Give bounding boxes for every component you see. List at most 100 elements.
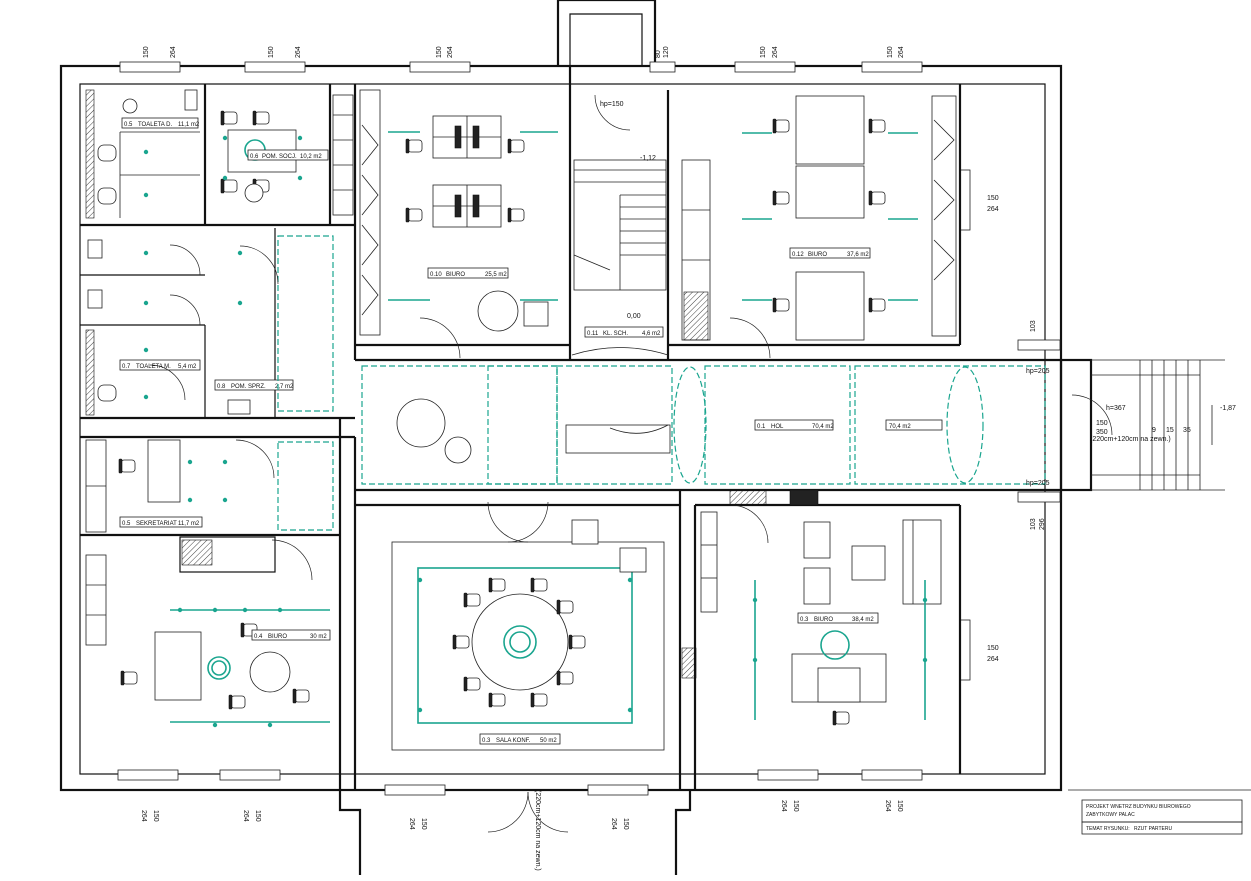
dim-label: 150 — [420, 818, 427, 830]
lighting-points — [143, 135, 928, 728]
stair-mark: 15 — [1166, 427, 1174, 434]
dim-label: 264 — [772, 46, 779, 58]
social-room-furniture: 0.6 POM. SOCJ. 10,2 m2 — [220, 94, 354, 216]
dim-label: 264 — [295, 46, 302, 58]
dim-label: 150 — [887, 46, 894, 58]
office-02-furniture: 0.3 BIURO 38,4 m2 — [700, 511, 942, 726]
room-area: 38,4 m2 — [852, 617, 874, 623]
level-mark: 0,00 — [627, 313, 641, 320]
room-name: TOALETA D. — [138, 122, 172, 128]
dim-label: 264 — [170, 46, 177, 58]
dim-label: 264 — [408, 818, 415, 830]
dim-label: 120 — [663, 46, 670, 58]
entrance-stairs: h=367 -1,87 150 350 (220cm+120cm na zewn… — [1090, 359, 1236, 491]
room-name: BIURO — [268, 634, 287, 640]
room-code: 0.11 — [587, 331, 599, 337]
dim-label: 264 — [242, 810, 249, 822]
room-area: 11,7 m2 — [178, 521, 200, 527]
title-project-sub: ZABYTKOWY PALAC — [1086, 812, 1135, 818]
room-name: TOALETA M. — [136, 364, 171, 370]
dim-label: 80 — [655, 50, 662, 58]
dim-label: 150 — [987, 195, 999, 202]
dim-label: 150 — [143, 46, 150, 58]
hall-area-label: 70,4 m2 — [889, 424, 911, 430]
dim-label: 264 — [610, 818, 617, 830]
dim-label: 103 — [1030, 518, 1037, 530]
dim-label: 150 — [792, 800, 799, 812]
title-drawing-label: TEMAT RYSUNKU: — [1086, 826, 1130, 832]
dim-label: 150 — [622, 818, 629, 830]
dim-label: 264 — [780, 800, 787, 812]
office-04-furniture: 0.4 BIURO 30 m2 — [85, 554, 331, 723]
room-name: BIURO — [814, 617, 833, 623]
dim-label: 150 — [987, 645, 999, 652]
room-code: 0.5 — [124, 122, 133, 128]
room-code: 0.8 — [217, 384, 226, 390]
room-area: 2,7 m2 — [275, 384, 294, 390]
room-area: 5,4 m2 — [178, 364, 197, 370]
dim-label: 150 — [436, 46, 443, 58]
dim-label: 150 — [152, 810, 159, 822]
secretariat-furniture: 0.5 SEKRETARIAT 11,7 m2 — [85, 439, 334, 573]
room-area: 11,1 m2 — [178, 122, 200, 128]
toilet-women-fixtures — [85, 89, 200, 219]
room-name: POM. SOCJ. — [262, 154, 297, 160]
dim-label: 264 — [447, 46, 454, 58]
conference-room: 0.3 SALA KONF. 50 m2 — [391, 519, 697, 751]
room-area: 50 m2 — [540, 738, 557, 744]
dim-label: 296 — [1039, 518, 1046, 530]
dim-label: 150 — [268, 46, 275, 58]
stair-mark: 35 — [1183, 427, 1191, 434]
office-010-furniture: 0.10 BIURO 25,5 m2 — [359, 89, 558, 336]
bottom-note: (220cm+120cm na zewn.) — [534, 790, 541, 871]
room-code: 0.6 — [250, 154, 259, 160]
stair-mark: 9 — [1152, 427, 1156, 434]
room-name: POM. SPRZ. — [231, 384, 266, 390]
staircase: hp=150 -1,12 0,00 0.11 KL. SCH. 4,6 m2 — [571, 101, 669, 356]
room-area: 70,4 m2 — [812, 424, 834, 430]
dim-label: 264 — [140, 810, 147, 822]
room-code: 0.12 — [792, 252, 804, 258]
room-area: 10,2 m2 — [300, 154, 322, 160]
room-code: 0.5 — [122, 521, 131, 527]
room-area: 25,5 m2 — [485, 272, 507, 278]
window-dimensions: 150 264 150 264 150 264 80 120 150 264 1… — [140, 46, 1046, 830]
office-012-furniture: 0.12 BIURO 37,6 m2 — [681, 95, 957, 341]
dim-label: 264 — [987, 656, 999, 663]
dim-label: 103 — [1030, 320, 1037, 332]
dim-label: 264 — [884, 800, 891, 812]
entrance-note: (220cm+120cm na zewn.) — [1090, 436, 1171, 443]
toilet-men-fixtures: 0.7 TOALETA M. 5,4 m2 0.8 POM. SPRZ. 2,7… — [85, 235, 334, 416]
title-drawing-value: RZUT PARTERU — [1134, 826, 1172, 832]
windows — [117, 61, 1061, 796]
dim-label: 264 — [987, 206, 999, 213]
hall: 0.1 HOL 70,4 m2 70,4 m2 hp=205 hp=205 — [361, 365, 1050, 506]
room-name: HOL — [771, 424, 784, 430]
room-name: BIURO — [808, 252, 827, 258]
room-name: SEKRETARIAT — [136, 521, 177, 527]
room-name: SALA KONF. — [496, 738, 531, 744]
dim-label: 150 — [254, 810, 261, 822]
level-mark: h=367 — [1106, 405, 1126, 412]
doors — [149, 94, 1113, 833]
interior-walls — [80, 66, 1061, 790]
room-code: 0.3 — [482, 738, 491, 744]
room-code: 0.3 — [800, 617, 809, 623]
room-code: 0.4 — [254, 634, 263, 640]
level-mark: hp=150 — [600, 101, 624, 108]
title-project-label: PROJEKT WNETRZ BUDYNKU BIUROWEGO — [1086, 804, 1191, 810]
room-area: 30 m2 — [310, 634, 327, 640]
room-code: 0.1 — [757, 424, 766, 430]
dim-label: 150 — [760, 46, 767, 58]
room-code: 0.7 — [122, 364, 131, 370]
dim-label: 264 — [898, 46, 905, 58]
dim-label: 150 — [1096, 420, 1108, 427]
level-mark: hp=205 — [1026, 368, 1050, 375]
room-name: BIURO — [446, 272, 465, 278]
room-name: KL. SCH. — [603, 331, 628, 337]
level-mark: -1,12 — [640, 155, 656, 162]
room-area: 37,6 m2 — [847, 252, 869, 258]
level-mark: -1,87 — [1220, 405, 1236, 412]
level-mark: hp=205 — [1026, 480, 1050, 487]
